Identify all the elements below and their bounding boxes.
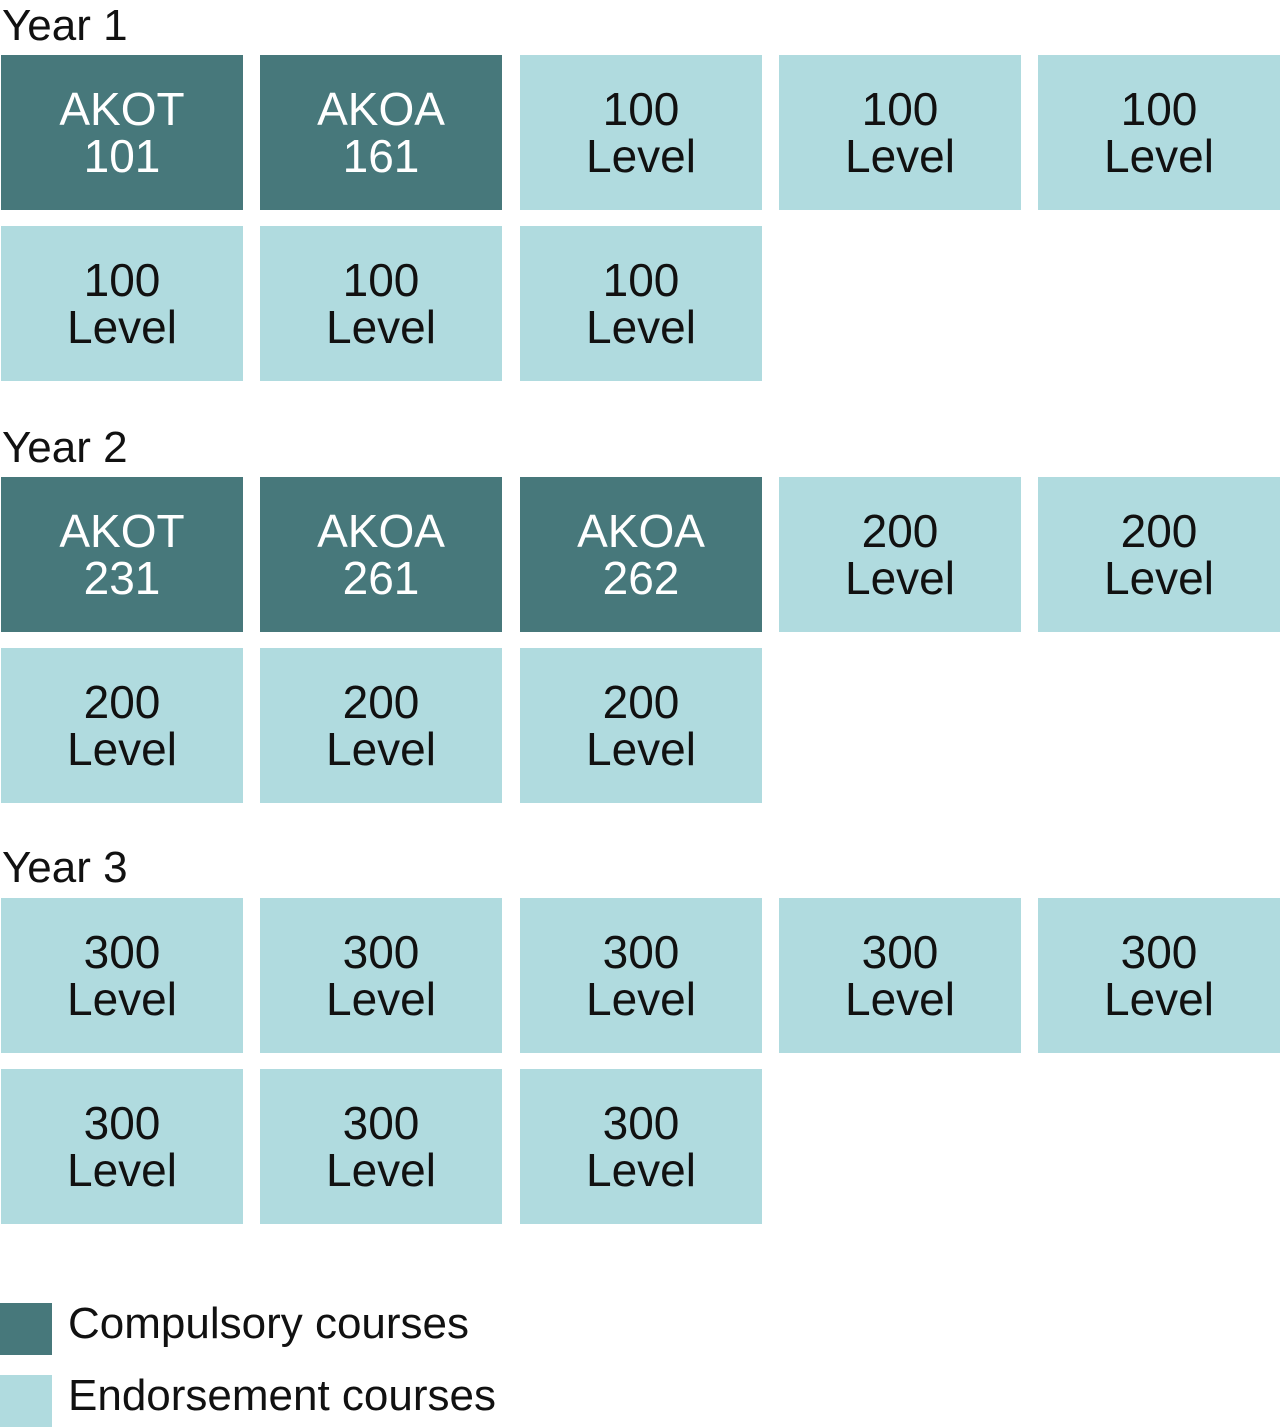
course-tile-line1: AKOA [577, 504, 705, 557]
course-tile-line1: 300 [83, 925, 161, 978]
course-tile-line1: 100 [861, 82, 939, 135]
course-tile-line1: 300 [602, 925, 680, 978]
course-tile-line2: Level [326, 1143, 436, 1196]
course-tile-line2: 261 [342, 551, 420, 604]
course-tile-line2: 231 [83, 551, 161, 604]
course-tile-line1: 300 [1120, 925, 1198, 978]
course-tile-line2: Level [845, 551, 955, 604]
course-tile-line2: Level [586, 1143, 696, 1196]
course-tile-line1: 200 [602, 675, 680, 728]
course-tile-line1: 100 [602, 82, 680, 135]
course-tile-line1: 300 [342, 925, 420, 978]
course-tile-line2: Level [326, 300, 436, 353]
course-tile-line1: 200 [861, 504, 939, 557]
course-tile-line2: Level [845, 972, 955, 1025]
course-tile-line1: 200 [342, 675, 420, 728]
course-tile-line1: 100 [602, 253, 680, 306]
course-tile-line2: 161 [342, 129, 420, 182]
year-2-heading: Year 2 [2, 423, 128, 472]
course-tile-line2: Level [586, 300, 696, 353]
course-tile-line1: AKOT [59, 82, 185, 135]
course-tile-line1: 300 [342, 1096, 420, 1149]
course-tile-line1: 100 [1120, 82, 1198, 135]
course-tile-line2: Level [586, 129, 696, 182]
legend-compulsory-swatch [0, 1303, 52, 1355]
course-tile-line1: 200 [1120, 504, 1198, 557]
course-tile-line2: Level [67, 300, 177, 353]
course-tile-line1: AKOA [317, 82, 445, 135]
course-tile-line1: AKOT [59, 504, 185, 557]
legend-endorsement-label: Endorsement courses [68, 1371, 496, 1420]
course-tile-line1: 100 [342, 253, 420, 306]
course-tile-line1: 200 [83, 675, 161, 728]
legend-compulsory-label: Compulsory courses [68, 1299, 470, 1348]
course-tile-line2: Level [67, 972, 177, 1025]
course-tile-line2: Level [326, 722, 436, 775]
course-tile-line2: 101 [83, 129, 161, 182]
course-tile-line1: 300 [861, 925, 939, 978]
course-tile-line2: Level [845, 129, 955, 182]
course-tile-line1: AKOA [317, 504, 445, 557]
course-tile-line2: 262 [602, 551, 680, 604]
course-tile-line1: 300 [602, 1096, 680, 1149]
year-3-heading: Year 3 [2, 843, 128, 892]
course-tile-line1: 100 [83, 253, 161, 306]
course-tile-line2: Level [1104, 129, 1214, 182]
course-tile-line2: Level [326, 972, 436, 1025]
course-tile-line1: 300 [83, 1096, 161, 1149]
legend-endorsement-swatch [0, 1375, 52, 1427]
course-tile-line2: Level [1104, 972, 1214, 1025]
course-tile-line2: Level [67, 1143, 177, 1196]
course-tile-line2: Level [67, 722, 177, 775]
course-tile-line2: Level [586, 972, 696, 1025]
course-tile-line2: Level [1104, 551, 1214, 604]
course-tile-line2: Level [586, 722, 696, 775]
year-1-heading: Year 1 [2, 1, 128, 50]
